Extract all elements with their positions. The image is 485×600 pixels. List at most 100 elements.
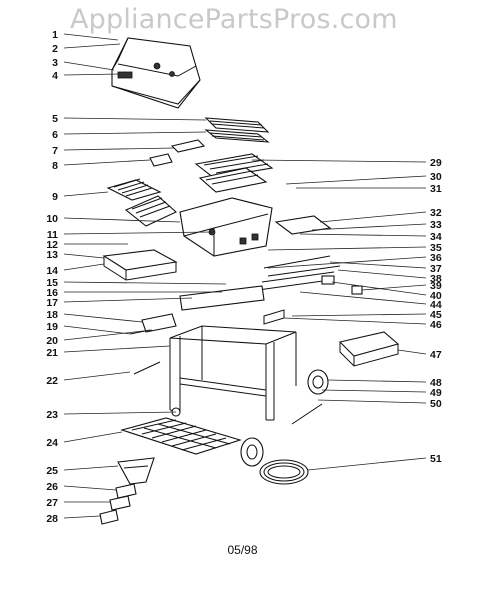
leader-line-39 [361,284,427,291]
callout-1: 1 [52,29,58,41]
callout-9: 9 [52,191,58,203]
leader-line-29 [251,159,427,163]
leader-line-35 [267,246,427,251]
leader-line-10 [63,217,181,223]
callout-3: 3 [52,57,58,69]
callout-32: 32 [430,207,442,219]
bottom-shelf-part [120,417,242,455]
burner-tubes-part [257,215,363,295]
burner-cover-part [149,139,206,167]
leader-line-30 [285,175,427,185]
cooking-grates-part [106,178,177,227]
leader-line-14 [63,263,105,271]
callout-10: 10 [46,213,58,225]
ignitor-bracket-part [129,313,177,335]
callout-22: 22 [46,375,58,387]
callout-12: 12 [46,239,58,251]
leader-line-37 [329,261,427,269]
callout-45: 45 [430,309,442,321]
callout-14: 14 [46,265,58,277]
grill-drawing [99,37,400,525]
page-date-code: 05/98 [227,543,258,557]
leader-lines [63,33,427,519]
leader-line-22 [63,371,131,381]
drip-tray-part [99,457,155,525]
callout-13: 13 [46,249,58,261]
lid-part [111,37,201,109]
callout-11: 11 [47,229,58,241]
callout-16: 16 [46,287,58,299]
leader-line-25 [63,465,119,471]
leader-line-11 [63,231,213,235]
callout-15: 15 [46,277,58,289]
leader-line-19 [63,325,131,335]
callout-28: 28 [46,513,58,525]
callout-38: 38 [430,273,442,285]
callout-39: 39 [430,280,442,292]
callout-35: 35 [430,242,442,254]
callout-34: 34 [430,231,442,243]
leader-line-8 [63,159,151,166]
callout-33: 33 [430,219,442,231]
callout-18: 18 [46,309,58,321]
callout-4: 4 [52,70,58,82]
callout-8: 8 [52,160,58,172]
callout-47: 47 [430,349,442,361]
callout-19: 19 [46,321,58,333]
leader-line-33 [311,223,427,231]
callout-labels: 1234567891011121314151617181920212223242… [46,29,442,525]
leader-line-15 [63,281,227,285]
leader-line-45 [291,313,427,317]
leader-line-13 [63,253,105,259]
callout-27: 27 [46,497,58,509]
callout-23: 23 [46,409,58,421]
gas-hose-part [259,459,309,485]
callout-21: 21 [46,347,58,359]
callout-51: 51 [430,453,442,465]
leader-line-21 [63,345,171,353]
leader-line-28 [63,515,101,519]
callout-6: 6 [52,129,58,141]
leader-line-5 [63,117,207,121]
watermark: AppliancePartsPros.com [70,4,398,35]
side-shelf-part [102,249,178,281]
callout-17: 17 [46,297,58,309]
leader-line-32 [319,211,427,223]
leader-line-34 [299,233,427,237]
leader-line-46 [283,317,427,325]
leader-line-47 [397,349,427,355]
callout-46: 46 [430,319,442,331]
callout-25: 25 [46,465,58,477]
callout-44: 44 [430,299,442,311]
leader-line-1 [63,33,119,41]
leader-line-18 [63,313,143,323]
cart-frame-part [133,325,297,421]
leader-line-48 [327,379,427,383]
callout-48: 48 [430,377,442,389]
callout-36: 36 [430,252,442,264]
leader-line-36 [267,256,427,269]
callout-30: 30 [430,171,442,183]
callout-31: 31 [430,183,442,195]
leader-line-40 [331,281,427,296]
callout-7: 7 [52,145,58,157]
wheel-part [240,369,329,467]
callout-5: 5 [52,113,58,125]
callout-50: 50 [430,398,442,410]
leader-line-38 [337,269,427,279]
callout-20: 20 [46,335,58,347]
leader-line-51 [307,457,427,471]
leader-line-26 [63,485,117,491]
leader-line-20 [63,329,153,341]
callout-26: 26 [46,481,58,493]
leader-line-23 [63,411,177,415]
leader-line-6 [63,131,207,135]
callout-37: 37 [430,263,442,275]
callout-2: 2 [52,43,58,55]
callout-29: 29 [430,157,442,169]
leader-line-7 [63,147,175,151]
leader-line-3 [63,61,115,71]
leader-line-49 [321,389,427,393]
catch-pan-part [338,331,400,367]
